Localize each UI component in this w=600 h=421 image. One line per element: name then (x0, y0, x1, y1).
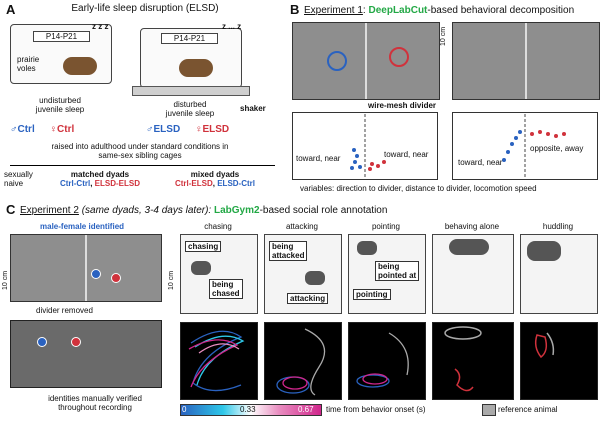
divider-label: wire-mesh divider (368, 101, 437, 110)
behavior-chasing: chasing (204, 222, 232, 231)
colorbar-label: time from behavior onset (s) (326, 405, 426, 414)
cage-age-label: P14-P21 (33, 31, 90, 42)
snapshot-pointing: being pointed at pointing (348, 234, 426, 314)
undisturbed-cage: P14-P21 prairie voles (10, 24, 112, 84)
role-attacking-label: attacking (287, 293, 329, 304)
shaker-platform (132, 86, 250, 96)
cage-age-label: P14-P21 (161, 33, 218, 44)
matched-elsd-elsd: ELSD-ELSD (94, 179, 140, 188)
scale-label-mid: 10 cm (168, 270, 175, 290)
sleep-z-label: z ... z (222, 22, 242, 31)
matched-ctrl-ctrl: Ctrl-Ctrl (59, 179, 91, 188)
male-marker (327, 51, 347, 71)
undisturbed-label: undisturbed juvenile sleep (35, 96, 85, 114)
disturbed-label: disturbed juvenile sleep (165, 100, 215, 118)
experiment2-photo-bottom (10, 320, 162, 388)
time-colorbar (180, 404, 322, 416)
group-male-elsd: ♂ELSD (146, 124, 181, 135)
divider-line (10, 165, 275, 166)
sleep-z-label: z z z (92, 22, 109, 31)
role-pointed-label: being pointed at (375, 261, 420, 281)
role-chasing-label: chasing (185, 241, 222, 252)
divider-mesh (85, 235, 87, 301)
male-marker (37, 337, 47, 347)
mixed-elsd-ctrl: ELSD-Ctrl (217, 179, 255, 188)
divider-mesh (525, 23, 527, 99)
experiment1-photo-right (452, 22, 600, 100)
panel-a-title: Early-life sleep disruption (ELSD) (71, 3, 219, 14)
trajectory-huddling (520, 322, 598, 400)
behavior-pointing: pointing (371, 222, 401, 231)
colorbar-tick-067: 0.67 (298, 405, 314, 414)
sexually-naive-label: sexually naive (4, 170, 33, 188)
role-pointing-label: pointing (353, 289, 391, 300)
panel-b-title: Experiment 1: DeepLabCut-based behaviora… (304, 5, 575, 16)
experiment1-photo-left (292, 22, 440, 100)
reference-label: reference animal (498, 405, 558, 414)
identified-label: male-female identified (40, 222, 125, 231)
left-plot-left-label: toward, near (296, 154, 341, 163)
disturbed-cage: P14-P21 (140, 28, 242, 88)
vole-icon (63, 57, 97, 75)
reference-swatch (482, 404, 496, 416)
role-attacked-label: being attacked (269, 241, 308, 261)
variables-label: variables: direction to divider, distanc… (300, 184, 537, 193)
snapshot-attacking: being attacked attacking (264, 234, 342, 314)
snapshot-alone (432, 234, 514, 314)
snapshot-huddling (520, 234, 598, 314)
group-female-ctrl: ♀Ctrl (49, 124, 75, 135)
colorbar-tick-033: 0.33 (240, 405, 256, 414)
vole-shape (191, 261, 211, 275)
panel-c-title: Experiment 2 (same dyads, 3-4 days later… (20, 205, 388, 216)
vole-shape (305, 271, 325, 285)
male-marker (91, 269, 101, 279)
trajectory-pointing (348, 322, 426, 400)
vole-shape (527, 241, 561, 261)
mixed-dyads-title: mixed dyads (190, 170, 240, 179)
raised-label: raised into adulthood under standard con… (51, 142, 229, 160)
group-female-elsd: ♀ELSD (194, 124, 230, 135)
panel-a-letter: A (6, 2, 16, 17)
panel-c-letter: C (6, 202, 16, 217)
scale-label-left: 10 cm (2, 270, 9, 290)
divider-mesh (365, 23, 367, 99)
right-plot-left-label: toward, near (458, 158, 503, 167)
left-plot-right-label: toward, near (384, 150, 429, 159)
trajectory-alone (432, 322, 514, 400)
prairie-voles-label: prairie voles (17, 55, 40, 73)
female-marker (389, 47, 409, 67)
snapshot-chasing: chasing being chased (180, 234, 258, 314)
experiment2-photo-top (10, 234, 162, 302)
shaker-label: shaker (240, 104, 266, 113)
mixed-ctrl-elsd: Ctrl-ELSD (174, 179, 213, 188)
behavior-attacking: attacking (285, 222, 319, 231)
behavior-huddling: huddling (542, 222, 574, 231)
female-marker (71, 337, 81, 347)
scatter-left (292, 112, 438, 180)
matched-dyads-title: matched dyads (70, 170, 130, 179)
right-plot-right-label: opposite, away (530, 144, 584, 153)
vole-shape (449, 239, 489, 255)
role-chased-label: being chased (209, 279, 243, 299)
group-male-ctrl: ♂Ctrl (10, 124, 35, 135)
scatter-right (452, 112, 598, 180)
colorbar-tick-0: 0 (182, 405, 187, 414)
divider-removed-label: divider removed (36, 306, 93, 315)
trajectory-chasing (180, 322, 258, 400)
behavior-alone: behaving alone (444, 222, 500, 231)
panel-b-letter: B (290, 2, 300, 17)
female-marker (111, 273, 121, 283)
vole-shape (357, 241, 377, 255)
scale-label: 10 cm (440, 26, 447, 46)
trajectory-attacking (264, 322, 342, 400)
verified-label: identities manually verified throughout … (48, 394, 142, 412)
vole-icon (179, 59, 213, 77)
